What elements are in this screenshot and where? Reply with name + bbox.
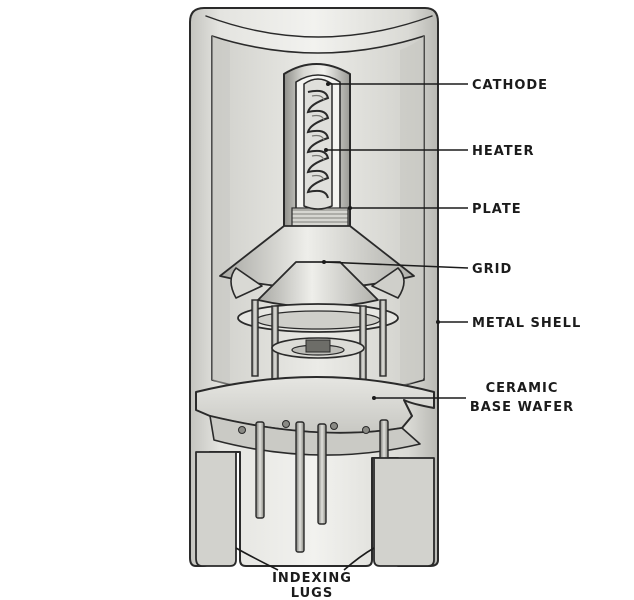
- ceramic-base-wafer: [195, 376, 435, 456]
- callout-labels: CATHODE HEATER PLATE GRID METAL SHELL CE…: [272, 78, 581, 600]
- label-heater: HEATER: [472, 144, 535, 159]
- grid-cone: [219, 225, 415, 308]
- leader-indexing-lugs-left: [235, 547, 279, 571]
- label-metal-shell: METAL SHELL: [472, 316, 581, 331]
- indexing-lugs: [195, 451, 435, 567]
- callout-leaders: [235, 82, 469, 571]
- label-plate: PLATE: [472, 202, 522, 217]
- label-indexing: INDEXING: [272, 571, 352, 586]
- label-cathode: CATHODE: [472, 78, 548, 93]
- label-base-wafer: BASE WAFER: [470, 400, 574, 415]
- leader-indexing-lugs-right: [343, 547, 375, 571]
- support-cage: [237, 299, 399, 381]
- leader-grid: [323, 261, 469, 269]
- label-grid: GRID: [472, 262, 512, 277]
- label-ceramic: CERAMIC: [486, 381, 559, 396]
- heater-coil: [306, 89, 330, 199]
- label-lugs: LUGS: [291, 586, 333, 600]
